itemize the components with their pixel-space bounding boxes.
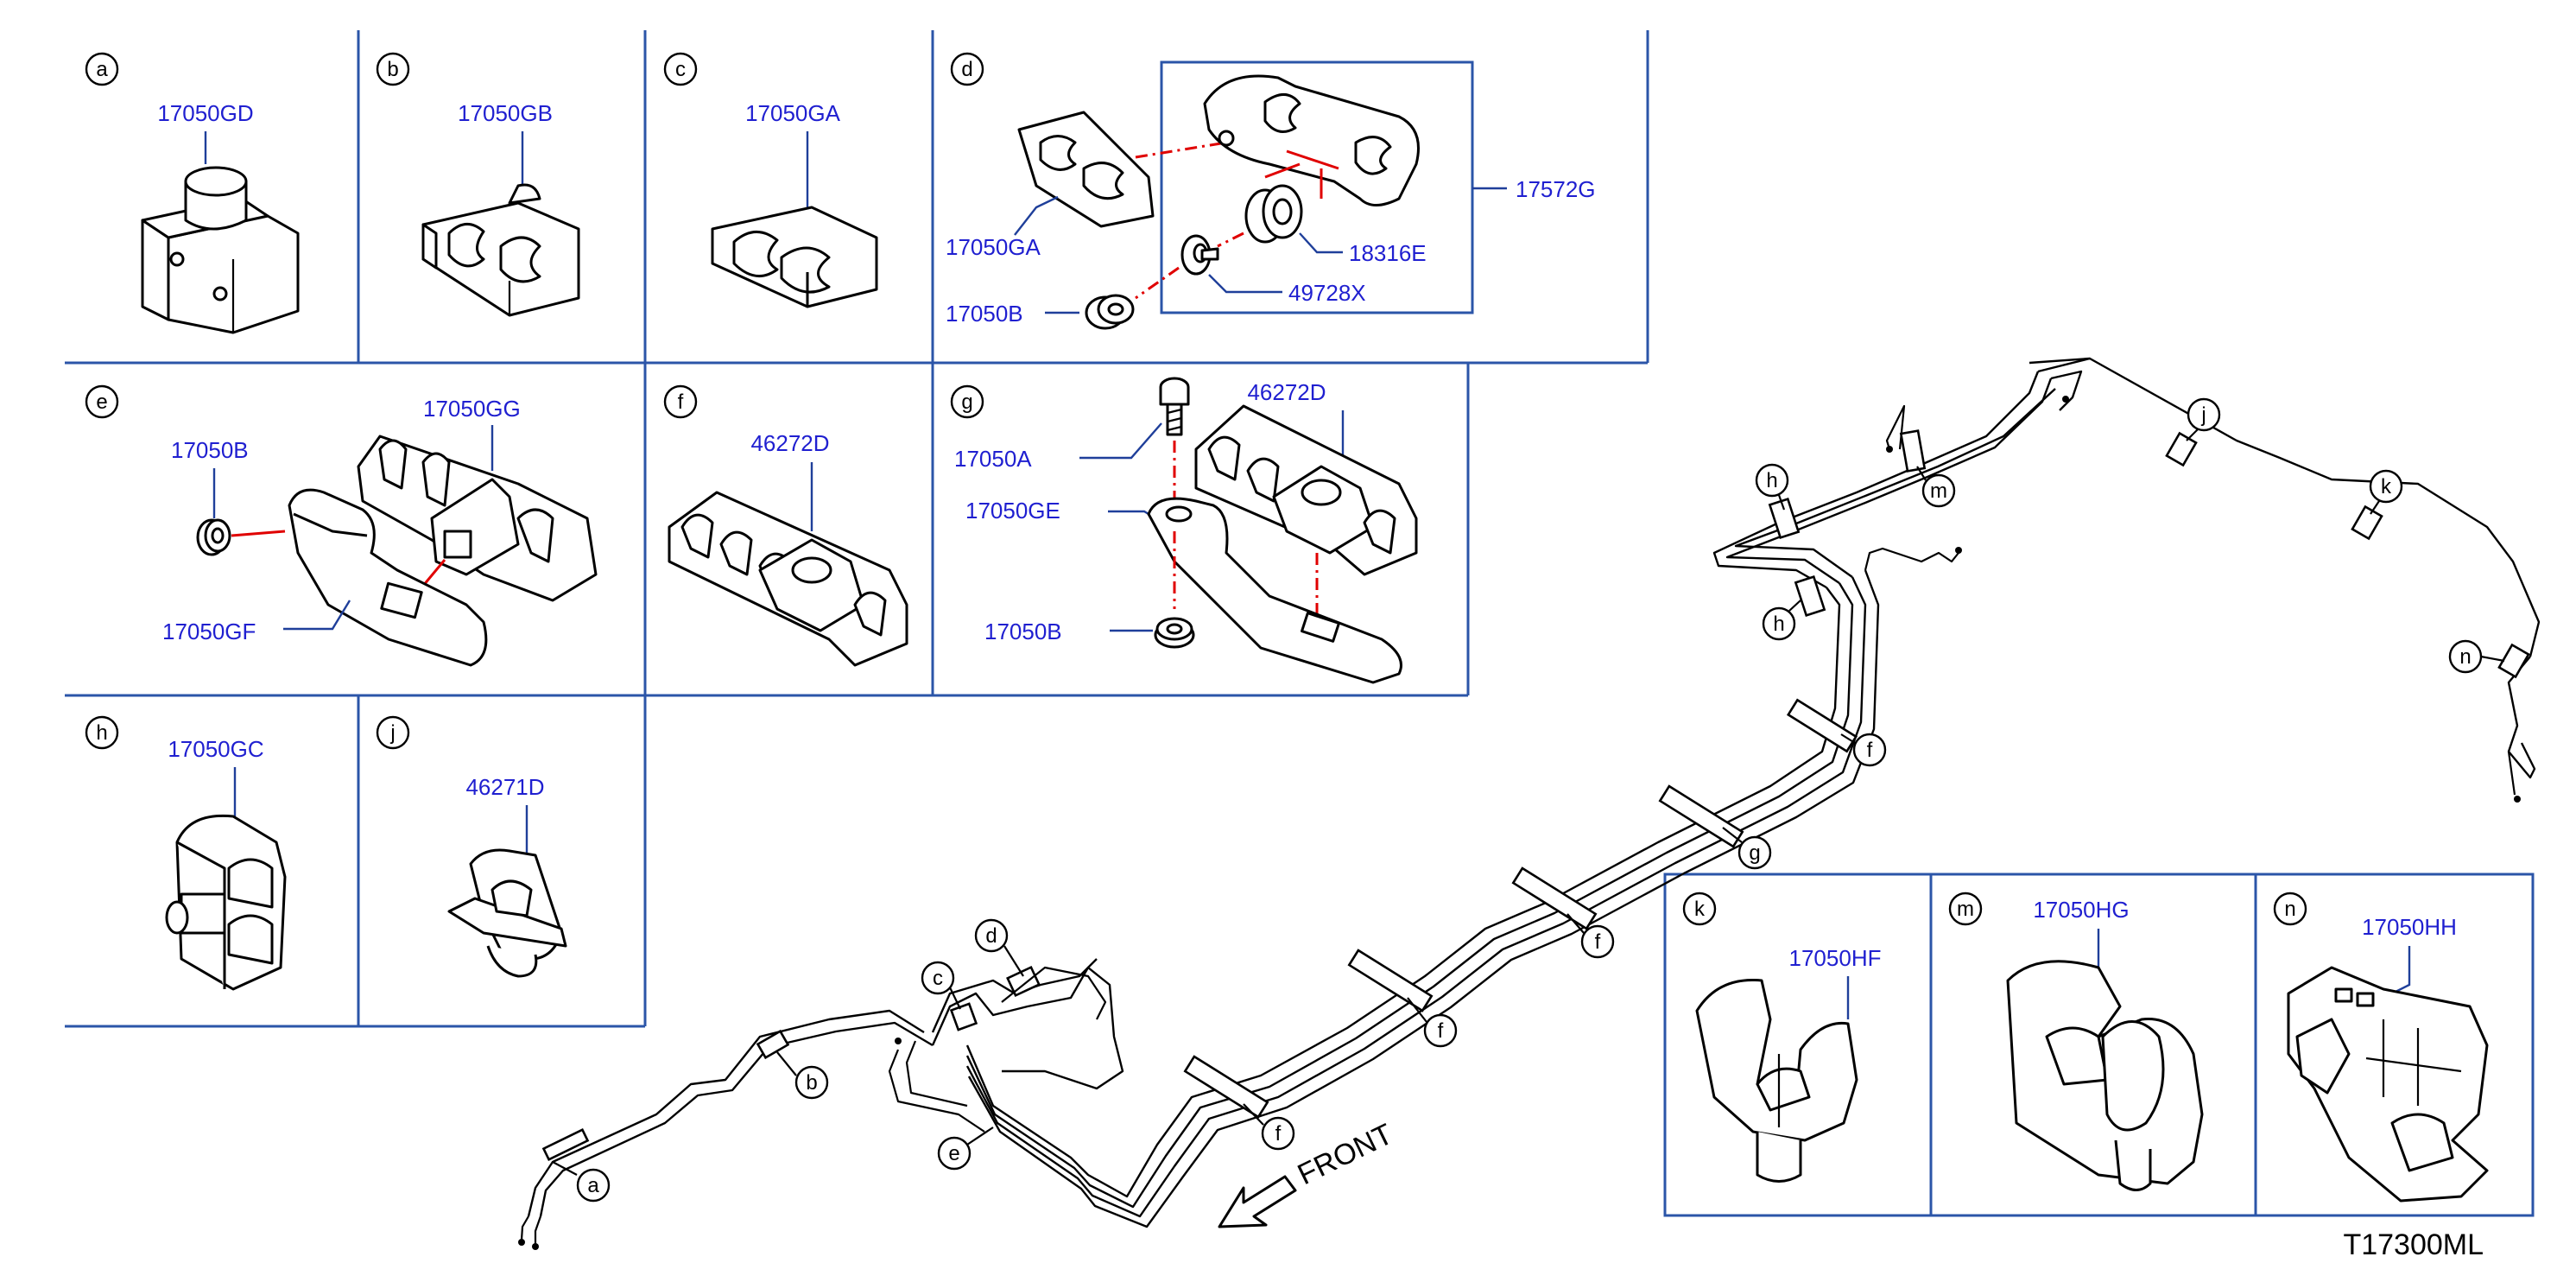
panel-g-bracket-part-number: 17050GE (965, 498, 1060, 524)
callout-k: k (2381, 475, 2392, 498)
part-18316E-grommet-drawing (1244, 184, 1303, 244)
panel-c: c 17050GA (663, 52, 878, 308)
panel-m: m 17050HG (1948, 892, 2204, 1191)
panel-a-letter: a (96, 58, 108, 81)
part-46272D-f-drawing (668, 491, 908, 667)
callout-g: g (1749, 841, 1760, 865)
diagram-code: T17300ML (2343, 1228, 2484, 1261)
front-arrow-icon (1218, 1175, 1297, 1228)
panel-j-letter: j (389, 721, 395, 745)
panel-j: j 46271D (376, 715, 567, 978)
panel-j-part-number: 46271D (465, 774, 544, 800)
panel-f-part-number: 46272D (750, 430, 829, 456)
callout-n: n (2459, 645, 2471, 669)
panel-d-nut-part-number: 17050B (946, 301, 1023, 327)
panel-e-nut-part-number: 17050B (171, 437, 249, 463)
callout-h1: h (1766, 469, 1777, 492)
callout-f2: f (1438, 1019, 1444, 1043)
part-17050HH-drawing (2287, 966, 2489, 1203)
panel-m-part-number: 17050HG (2033, 897, 2129, 923)
part-17050GC-drawing (165, 814, 287, 991)
part-17050GB-drawing (421, 183, 580, 317)
panel-d-grommet-part-number: 18316E (1349, 240, 1427, 266)
part-17050GG-drawing (357, 435, 598, 602)
panel-m-letter: m (1957, 898, 1974, 921)
panel-d: d 17050GA 17572G 18316E (946, 52, 1596, 330)
callout-h2: h (1773, 612, 1784, 636)
part-17050HF-drawing (1695, 978, 1858, 1183)
part-17050GE-bracket-drawing (1147, 497, 1402, 684)
part-17050HG-drawing (2006, 960, 2204, 1191)
panel-d-clip-part-number: 17050GA (946, 234, 1041, 260)
panel-e-bracket-part-number: 17050GF (162, 619, 256, 644)
main-fuel-line-assembly (518, 357, 2541, 1250)
part-17050B-nut-drawing (1085, 294, 1135, 330)
panel-n-letter: n (2284, 898, 2295, 921)
panel-a: a 17050GD (85, 52, 300, 334)
part-49728X-washer-drawing (1180, 234, 1219, 276)
panel-g: g 46272D 17050A 17050GE 17050B (950, 377, 1418, 684)
part-17050B-e-nut-drawing (196, 518, 231, 556)
panel-k-letter: k (1694, 898, 1706, 921)
panel-n-part-number: 17050HH (2362, 914, 2457, 940)
part-17050GA-drawing (711, 206, 878, 308)
part-17050B-g-nut-drawing (1154, 617, 1195, 649)
panel-c-part-number: 17050GA (745, 100, 841, 126)
callout-f4: f (1867, 739, 1873, 762)
callout-a: a (587, 1174, 599, 1197)
panel-b-part-number: 17050GB (458, 100, 553, 126)
callout-c: c (933, 967, 943, 990)
part-17050GA-small-drawing (1017, 111, 1155, 228)
panel-n: n 17050HH (2273, 892, 2489, 1203)
panel-e-letter: e (96, 390, 107, 414)
panel-g-letter: g (961, 390, 972, 414)
front-direction-indicator: FRONT (1218, 1118, 1398, 1228)
part-17572G-bracket-drawing (1203, 74, 1420, 206)
panel-h-letter: h (96, 721, 107, 745)
panel-a-part-number: 17050GD (157, 100, 253, 126)
callout-e: e (948, 1142, 959, 1165)
callout-f3: f (1595, 930, 1601, 954)
callout-d: d (985, 924, 997, 948)
panel-k-part-number: 17050HF (1789, 945, 1882, 971)
panel-g-clip-part-number: 46272D (1247, 379, 1326, 405)
panel-f-letter: f (678, 390, 684, 414)
panel-e: e 17050B 17050GG 17050GF (85, 384, 598, 667)
front-label: FRONT (1293, 1118, 1398, 1191)
panel-h-part-number: 17050GC (168, 736, 263, 762)
part-17050GF-bracket-drawing (288, 488, 488, 667)
part-46271D-drawing (447, 848, 567, 978)
part-17050A-bolt-drawing (1159, 377, 1190, 436)
panel-d-letter: d (961, 58, 972, 81)
panel-d-bracket-part-number: 17572G (1516, 176, 1596, 202)
part-46272D-g-drawing (1194, 404, 1418, 576)
panel-b: b 17050GB (376, 52, 580, 317)
panel-g-nut-part-number: 17050B (984, 619, 1062, 644)
panel-g-bolt-part-number: 17050A (954, 446, 1032, 472)
callout-j: j (2200, 403, 2206, 427)
panel-e-clip-part-number: 17050GG (423, 396, 521, 422)
panel-h: h 17050GC (85, 715, 287, 991)
main-callouts: a b c d e f f f g f h h (552, 397, 2505, 1203)
panel-b-letter: b (387, 58, 398, 81)
callout-f1: f (1275, 1122, 1282, 1146)
panel-c-letter: c (675, 58, 686, 81)
panel-f: f 46272D (663, 384, 908, 667)
callout-m: m (1930, 479, 1947, 503)
panel-d-washer-part-number: 49728X (1288, 280, 1366, 306)
panel-k: k 17050HF (1682, 892, 1882, 1183)
part-17050GD-drawing (141, 166, 300, 334)
callout-b: b (806, 1071, 817, 1095)
